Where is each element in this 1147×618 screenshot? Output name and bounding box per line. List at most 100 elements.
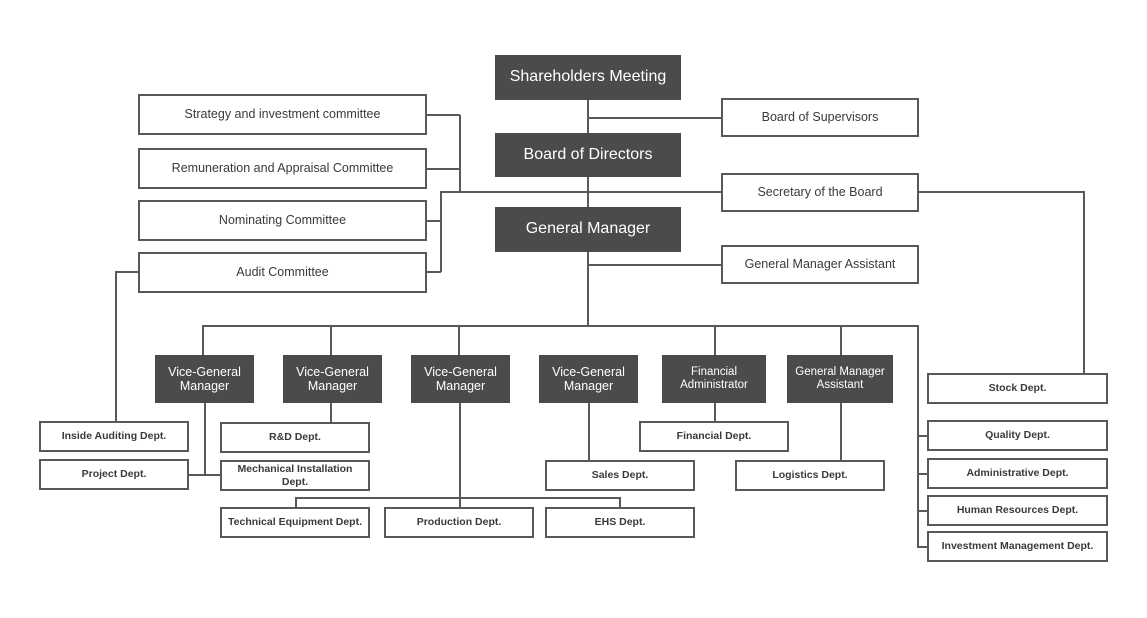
- connector-bus-to-vgm1: [202, 325, 204, 355]
- node-label-line1: General Manager: [795, 365, 885, 378]
- node-label: General Manager Assistant: [744, 257, 896, 272]
- connector-audit-down: [115, 271, 117, 437]
- node-label: Sales Dept.: [591, 469, 649, 482]
- connector-executive-bus: [202, 325, 919, 327]
- node-label-line2: Manager: [307, 379, 358, 393]
- node-sales-dept[interactable]: Sales Dept.: [545, 460, 695, 491]
- node-label-line1: Vice-General: [168, 364, 241, 379]
- node-production-dept[interactable]: Production Dept.: [384, 507, 534, 538]
- node-label: General Manager: [525, 220, 651, 238]
- node-financial-dept[interactable]: Financial Dept.: [639, 421, 789, 452]
- node-secretary-of-the-board[interactable]: Secretary of the Board: [721, 173, 919, 212]
- connector-committee-bus: [459, 115, 461, 192]
- connector-bus-to-vgm3: [458, 325, 460, 355]
- node-board-of-supervisors[interactable]: Board of Supervisors: [721, 98, 919, 137]
- node-inside-auditing-dept[interactable]: Inside Auditing Dept.: [39, 421, 189, 452]
- connector-to-investment-management: [917, 546, 928, 548]
- node-label: Board of Directors: [523, 145, 653, 163]
- connector-vgm3-to-production: [459, 403, 461, 508]
- node-label: Technical Equipment Dept.: [228, 516, 362, 529]
- connector-gm-assistant-to-logistics: [840, 403, 842, 461]
- connector-secretary-of-board: [440, 191, 721, 193]
- node-nominating-committee[interactable]: Nominating Committee: [138, 200, 427, 241]
- node-label-line2: Assistant: [816, 379, 864, 391]
- node-label: Strategy and investment committee: [184, 107, 381, 122]
- node-audit-committee[interactable]: Audit Committee: [138, 252, 427, 293]
- node-vice-general-manager-1[interactable]: Vice-General Manager: [155, 355, 254, 403]
- connector-committee-3: [427, 220, 441, 222]
- node-label: Audit Committee: [236, 265, 329, 280]
- connector-committee-lower-bus: [440, 191, 442, 272]
- connector-vgm1-down: [204, 403, 206, 476]
- node-mechanical-installation-dept[interactable]: Mechanical Installation Dept.: [220, 460, 370, 491]
- node-vice-general-manager-4[interactable]: Vice-General Manager: [539, 355, 638, 403]
- node-vice-general-manager-2[interactable]: Vice-General Manager: [283, 355, 382, 403]
- connector-gm-down: [587, 252, 589, 326]
- node-human-resources-dept[interactable]: Human Resources Dept.: [927, 495, 1108, 526]
- node-label: Board of Supervisors: [761, 110, 879, 125]
- node-vice-general-manager-3[interactable]: Vice-General Manager: [411, 355, 510, 403]
- node-label: Secretary of the Board: [757, 185, 883, 200]
- node-general-manager[interactable]: General Manager: [495, 207, 681, 252]
- node-ehs-dept[interactable]: EHS Dept.: [545, 507, 695, 538]
- node-administrative-dept[interactable]: Administrative Dept.: [927, 458, 1108, 489]
- node-label: Inside Auditing Dept.: [61, 430, 167, 443]
- node-label: Production Dept.: [416, 516, 502, 529]
- connector-committee-1: [427, 114, 460, 116]
- node-logistics-dept[interactable]: Logistics Dept.: [735, 460, 885, 491]
- node-label: Administrative Dept.: [966, 467, 1069, 480]
- connector-vgm2-to-rd: [330, 403, 332, 423]
- connector-secretary-down: [1083, 191, 1085, 373]
- node-label: Remuneration and Appraisal Committee: [171, 161, 394, 176]
- node-general-manager-assistant-2[interactable]: General Manager Assistant: [787, 355, 893, 403]
- node-label-line1: Vice-General: [552, 364, 625, 379]
- node-label: Project Dept.: [81, 468, 147, 481]
- node-label-line1: Vice-General: [296, 364, 369, 379]
- connector-secretary-right: [919, 191, 1084, 193]
- connector-board-of-supervisors: [587, 117, 721, 119]
- node-shareholders-meeting[interactable]: Shareholders Meeting: [495, 55, 681, 100]
- node-stock-dept[interactable]: Stock Dept.: [927, 373, 1108, 404]
- node-label: Nominating Committee: [218, 213, 347, 228]
- node-label-line2: Administrator: [680, 379, 748, 391]
- connector-bus-to-financial-admin: [714, 325, 716, 355]
- connector-to-ehs: [619, 497, 621, 508]
- node-quality-dept[interactable]: Quality Dept.: [927, 420, 1108, 451]
- connector-gm-assistant: [587, 264, 721, 266]
- node-label: R&D Dept.: [269, 431, 321, 444]
- node-label: Shareholders Meeting: [509, 68, 667, 86]
- connector-committee-2: [427, 168, 460, 170]
- node-label: Human Resources Dept.: [956, 504, 1079, 517]
- connector-to-quality: [917, 435, 928, 437]
- node-remuneration-and-appraisal-committee[interactable]: Remuneration and Appraisal Committee: [138, 148, 427, 189]
- connector-vgm4-to-sales: [588, 403, 590, 461]
- connector-to-administrative: [917, 473, 928, 475]
- connector-audit-to-left: [115, 271, 140, 273]
- node-label-line1: Financial: [690, 365, 738, 378]
- node-label-line2: Manager: [435, 379, 486, 393]
- connector-to-technical-equipment: [295, 497, 297, 508]
- connector-committee-4: [427, 271, 441, 273]
- node-label: Investment Management Dept.: [941, 540, 1094, 553]
- node-label: Logistics Dept.: [772, 469, 848, 482]
- connector-tech-ehs-bar: [295, 497, 621, 499]
- node-general-manager-assistant[interactable]: General Manager Assistant: [721, 245, 919, 284]
- connector-to-human-resources: [917, 510, 928, 512]
- node-label: Financial Dept.: [676, 430, 752, 443]
- node-label-line2: Manager: [179, 379, 230, 393]
- connector-financial-admin-to-financial: [714, 403, 716, 422]
- connector-shareholders-to-board: [587, 100, 589, 133]
- node-financial-administrator[interactable]: Financial Administrator: [662, 355, 766, 403]
- connector-bus-to-gm-assistant2: [840, 325, 842, 355]
- node-rd-dept[interactable]: R&D Dept.: [220, 422, 370, 453]
- connector-bus-to-vgm2: [330, 325, 332, 355]
- node-board-of-directors[interactable]: Board of Directors: [495, 133, 681, 177]
- node-label: Quality Dept.: [985, 429, 1050, 442]
- node-investment-management-dept[interactable]: Investment Management Dept.: [927, 531, 1108, 562]
- node-label: EHS Dept.: [594, 516, 646, 529]
- node-technical-equipment-dept[interactable]: Technical Equipment Dept.: [220, 507, 370, 538]
- node-strategy-and-investment-committee[interactable]: Strategy and investment committee: [138, 94, 427, 135]
- node-label: Stock Dept.: [988, 382, 1047, 395]
- node-project-dept[interactable]: Project Dept.: [39, 459, 189, 490]
